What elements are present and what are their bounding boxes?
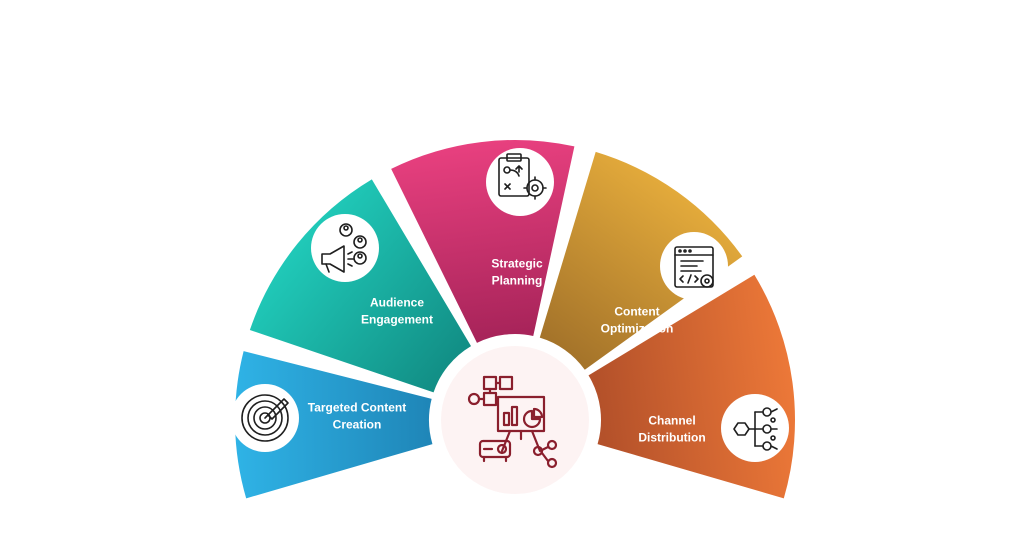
segment-targeted (235, 351, 433, 499)
segment-label-line: Targeted Content (308, 401, 406, 415)
segment-audience (249, 179, 472, 393)
code-window-gear-icon (674, 246, 714, 288)
badge-strategic (486, 148, 554, 216)
segment-label-line: Content (614, 305, 659, 319)
segment-label-line: Audience (370, 296, 424, 310)
segment-label-line: Strategic (491, 257, 543, 271)
presentation-board-icon (467, 375, 558, 469)
badge-content (660, 232, 728, 300)
center-hub (441, 346, 589, 494)
badge-targeted (231, 384, 299, 452)
clipboard-gear-icon (498, 153, 547, 200)
segment-label-line: Optimization (601, 322, 674, 336)
badge-channel (721, 394, 789, 462)
center-circle (441, 346, 589, 494)
segment-label-line: Engagement (361, 313, 433, 327)
target-pen-icon (241, 394, 289, 442)
segment-label-line: Planning (492, 274, 543, 288)
network-nodes-icon (733, 407, 778, 451)
megaphone-people-icon (321, 223, 367, 273)
badge-audience (311, 214, 379, 282)
segment-label-line: Creation (333, 418, 382, 432)
segment-content (539, 151, 743, 370)
segment-label-line: Channel (648, 414, 695, 428)
segment-label-line: Distribution (638, 431, 705, 445)
